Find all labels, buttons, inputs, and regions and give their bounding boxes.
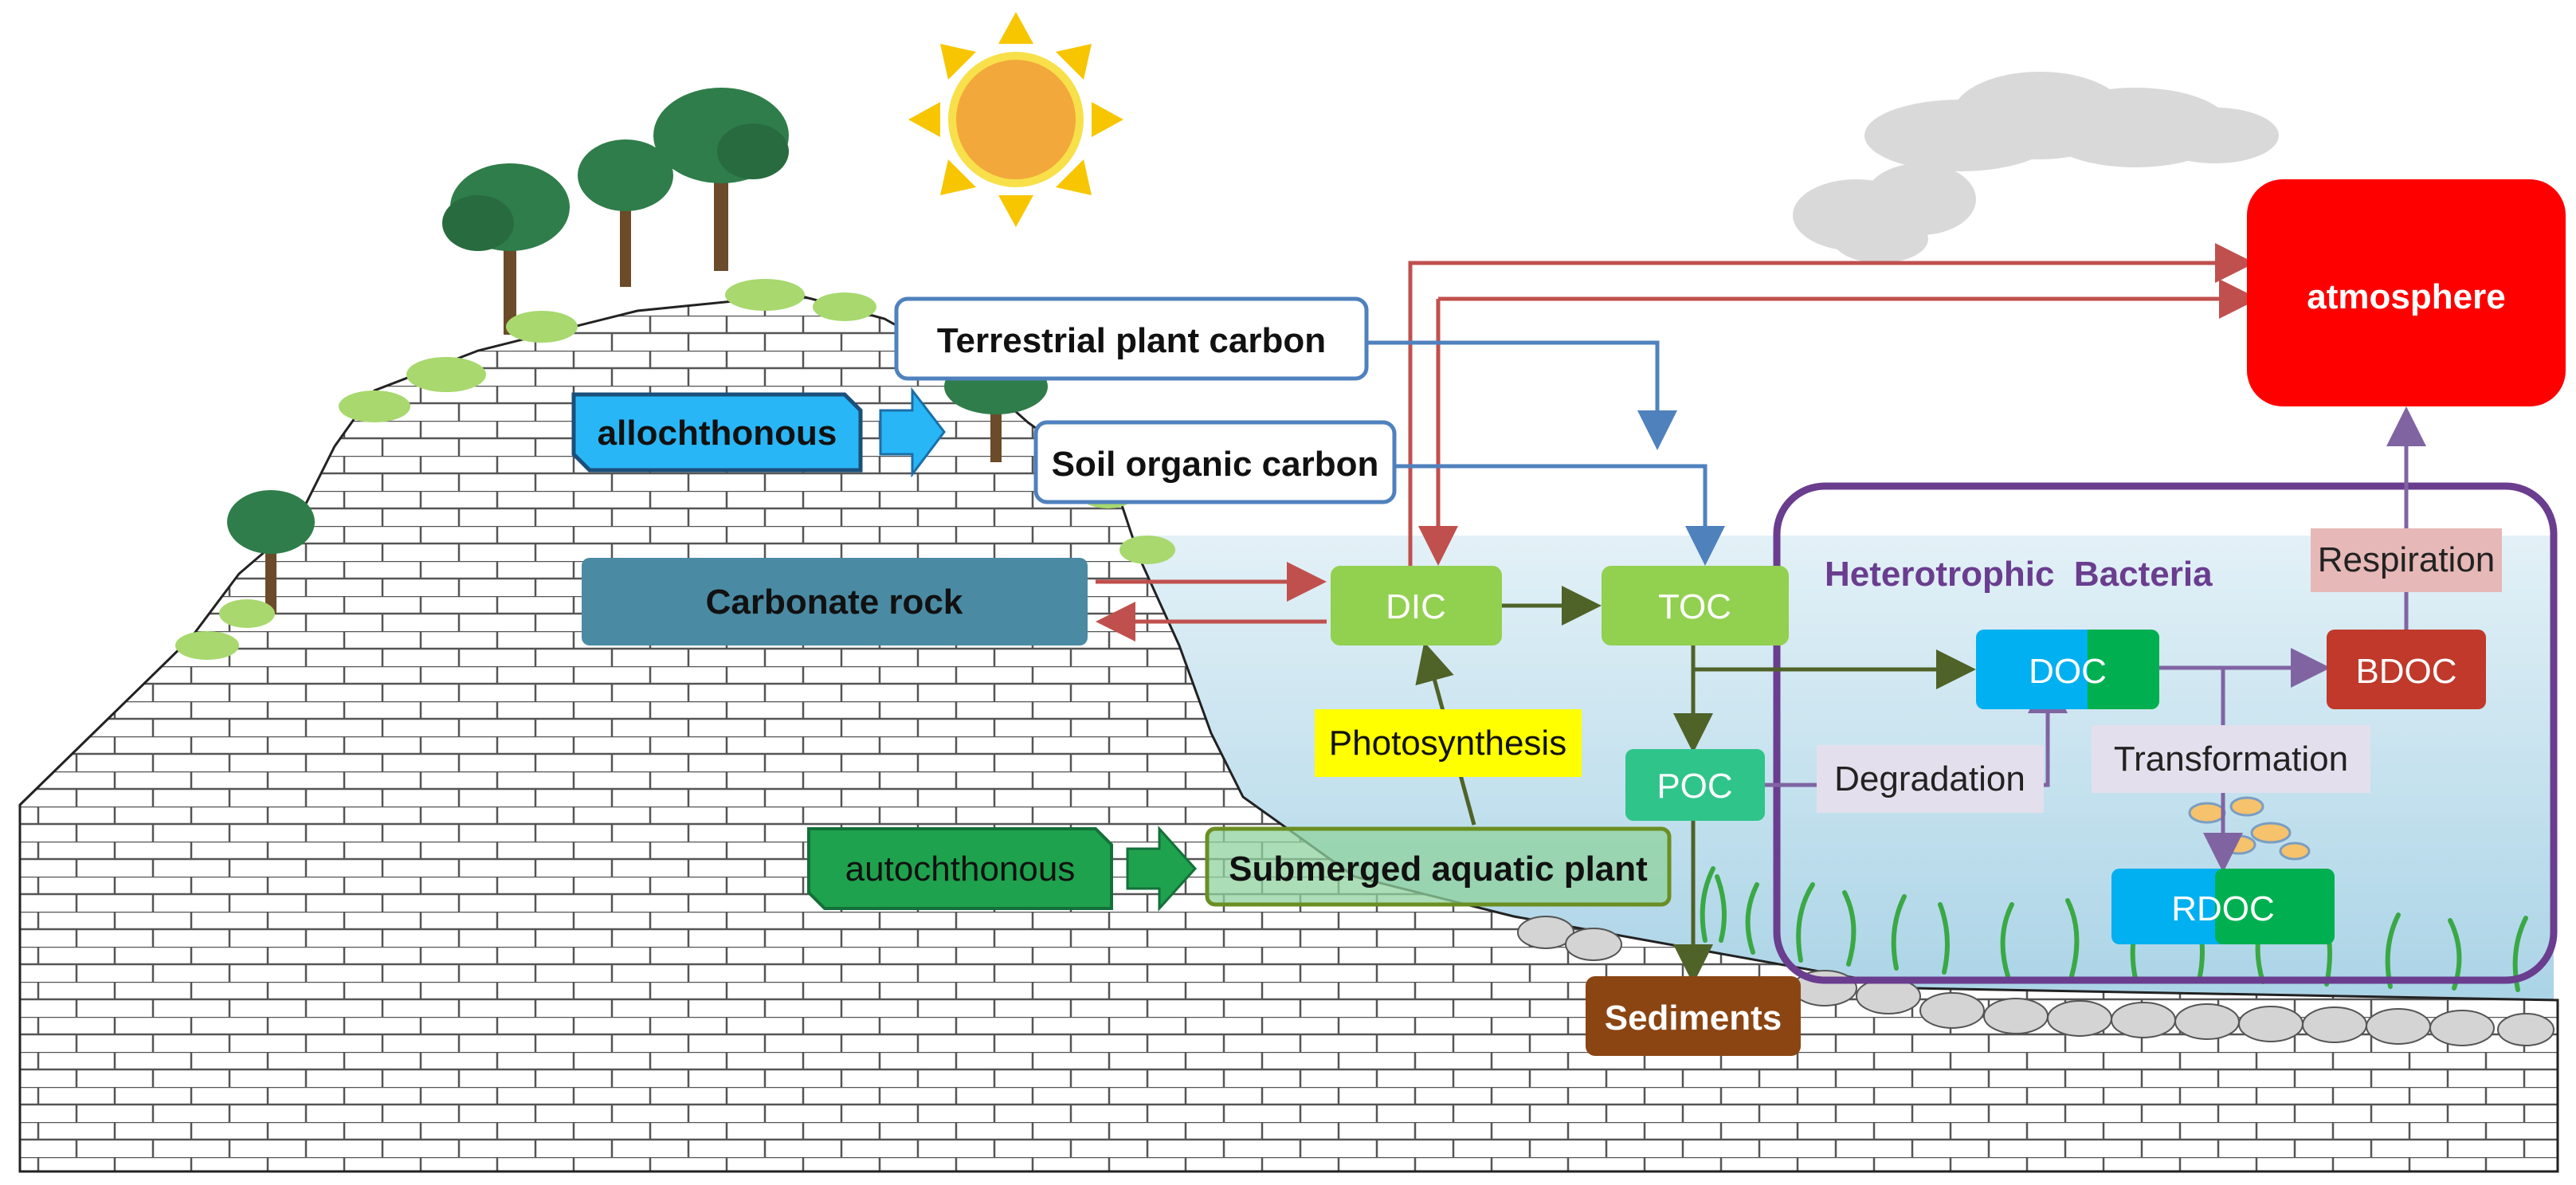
doc-box <box>1976 630 2159 709</box>
respiration-box <box>2311 528 2502 592</box>
photosynthesis-label: Photosynthesis <box>1329 724 1566 763</box>
autochthonous-label: autochthonous <box>845 850 1076 889</box>
dic-label: DIC <box>1386 587 1446 626</box>
bdoc-box <box>2327 630 2486 709</box>
atmosphere-label: atmosphere <box>2307 277 2505 316</box>
respiration-label: Respiration <box>2318 540 2496 579</box>
allochthonous-label: allochthonous <box>598 414 837 453</box>
poc-box <box>1625 749 1765 821</box>
bdoc-label: BDOC <box>2355 652 2456 691</box>
degradation-box <box>1817 745 2044 813</box>
autochthonous-box <box>807 827 1113 910</box>
seagrass-icon <box>1700 866 2528 992</box>
sun-icon <box>908 12 1123 227</box>
heterotrophic-bacteria-frame <box>1773 482 2558 984</box>
submerged-aquatic-plant-label: Submerged aquatic plant <box>1229 850 1648 889</box>
dic-box <box>1331 566 1502 645</box>
sediments-label: Sediments <box>1605 999 1782 1038</box>
rdoc-box <box>2111 869 2335 944</box>
cloud-icon <box>1793 72 2279 263</box>
soil-organic-carbon-label: Soil organic carbon <box>1052 445 1379 484</box>
arrow-terrestrial-toc <box>1366 340 1677 450</box>
sediments-box <box>1586 976 1801 1056</box>
soil-organic-carbon-box <box>1033 420 1397 504</box>
lake-bed-stones <box>1517 916 2554 1046</box>
poc-label: POC <box>1657 767 1732 806</box>
heterotrophic-bacteria-label: Heterotrophic Bacteria <box>1825 555 2213 594</box>
autochthonous-arrow-icon <box>1126 826 1198 912</box>
toc-box <box>1602 566 1789 645</box>
toc-label: TOC <box>1658 587 1731 626</box>
rdoc-label: RDOC <box>2171 889 2275 928</box>
allochthonous-box <box>571 392 863 473</box>
carbonate-rock-label: Carbonate rock <box>706 583 963 622</box>
atmosphere-box <box>2247 179 2566 406</box>
transformation-label: Transformation <box>2114 740 2348 779</box>
terrestrial-plant-carbon-box <box>894 296 1369 381</box>
photosynthesis-box <box>1315 709 1582 777</box>
arrow-dic-atmosphere-outer <box>1408 243 2255 606</box>
carbonate-rock-box <box>582 558 1088 645</box>
allochthonous-arrow-icon <box>879 386 946 478</box>
arrow-soil-toc <box>1394 464 1725 566</box>
doc-label: DOC <box>2029 652 2107 691</box>
degradation-label: Degradation <box>1834 759 2025 799</box>
transformation-box <box>2092 725 2370 793</box>
submerged-aquatic-plant-box <box>1205 826 1672 907</box>
terrestrial-plant-carbon-label: Terrestrial plant carbon <box>937 321 1326 360</box>
tree-icon <box>227 88 1048 614</box>
